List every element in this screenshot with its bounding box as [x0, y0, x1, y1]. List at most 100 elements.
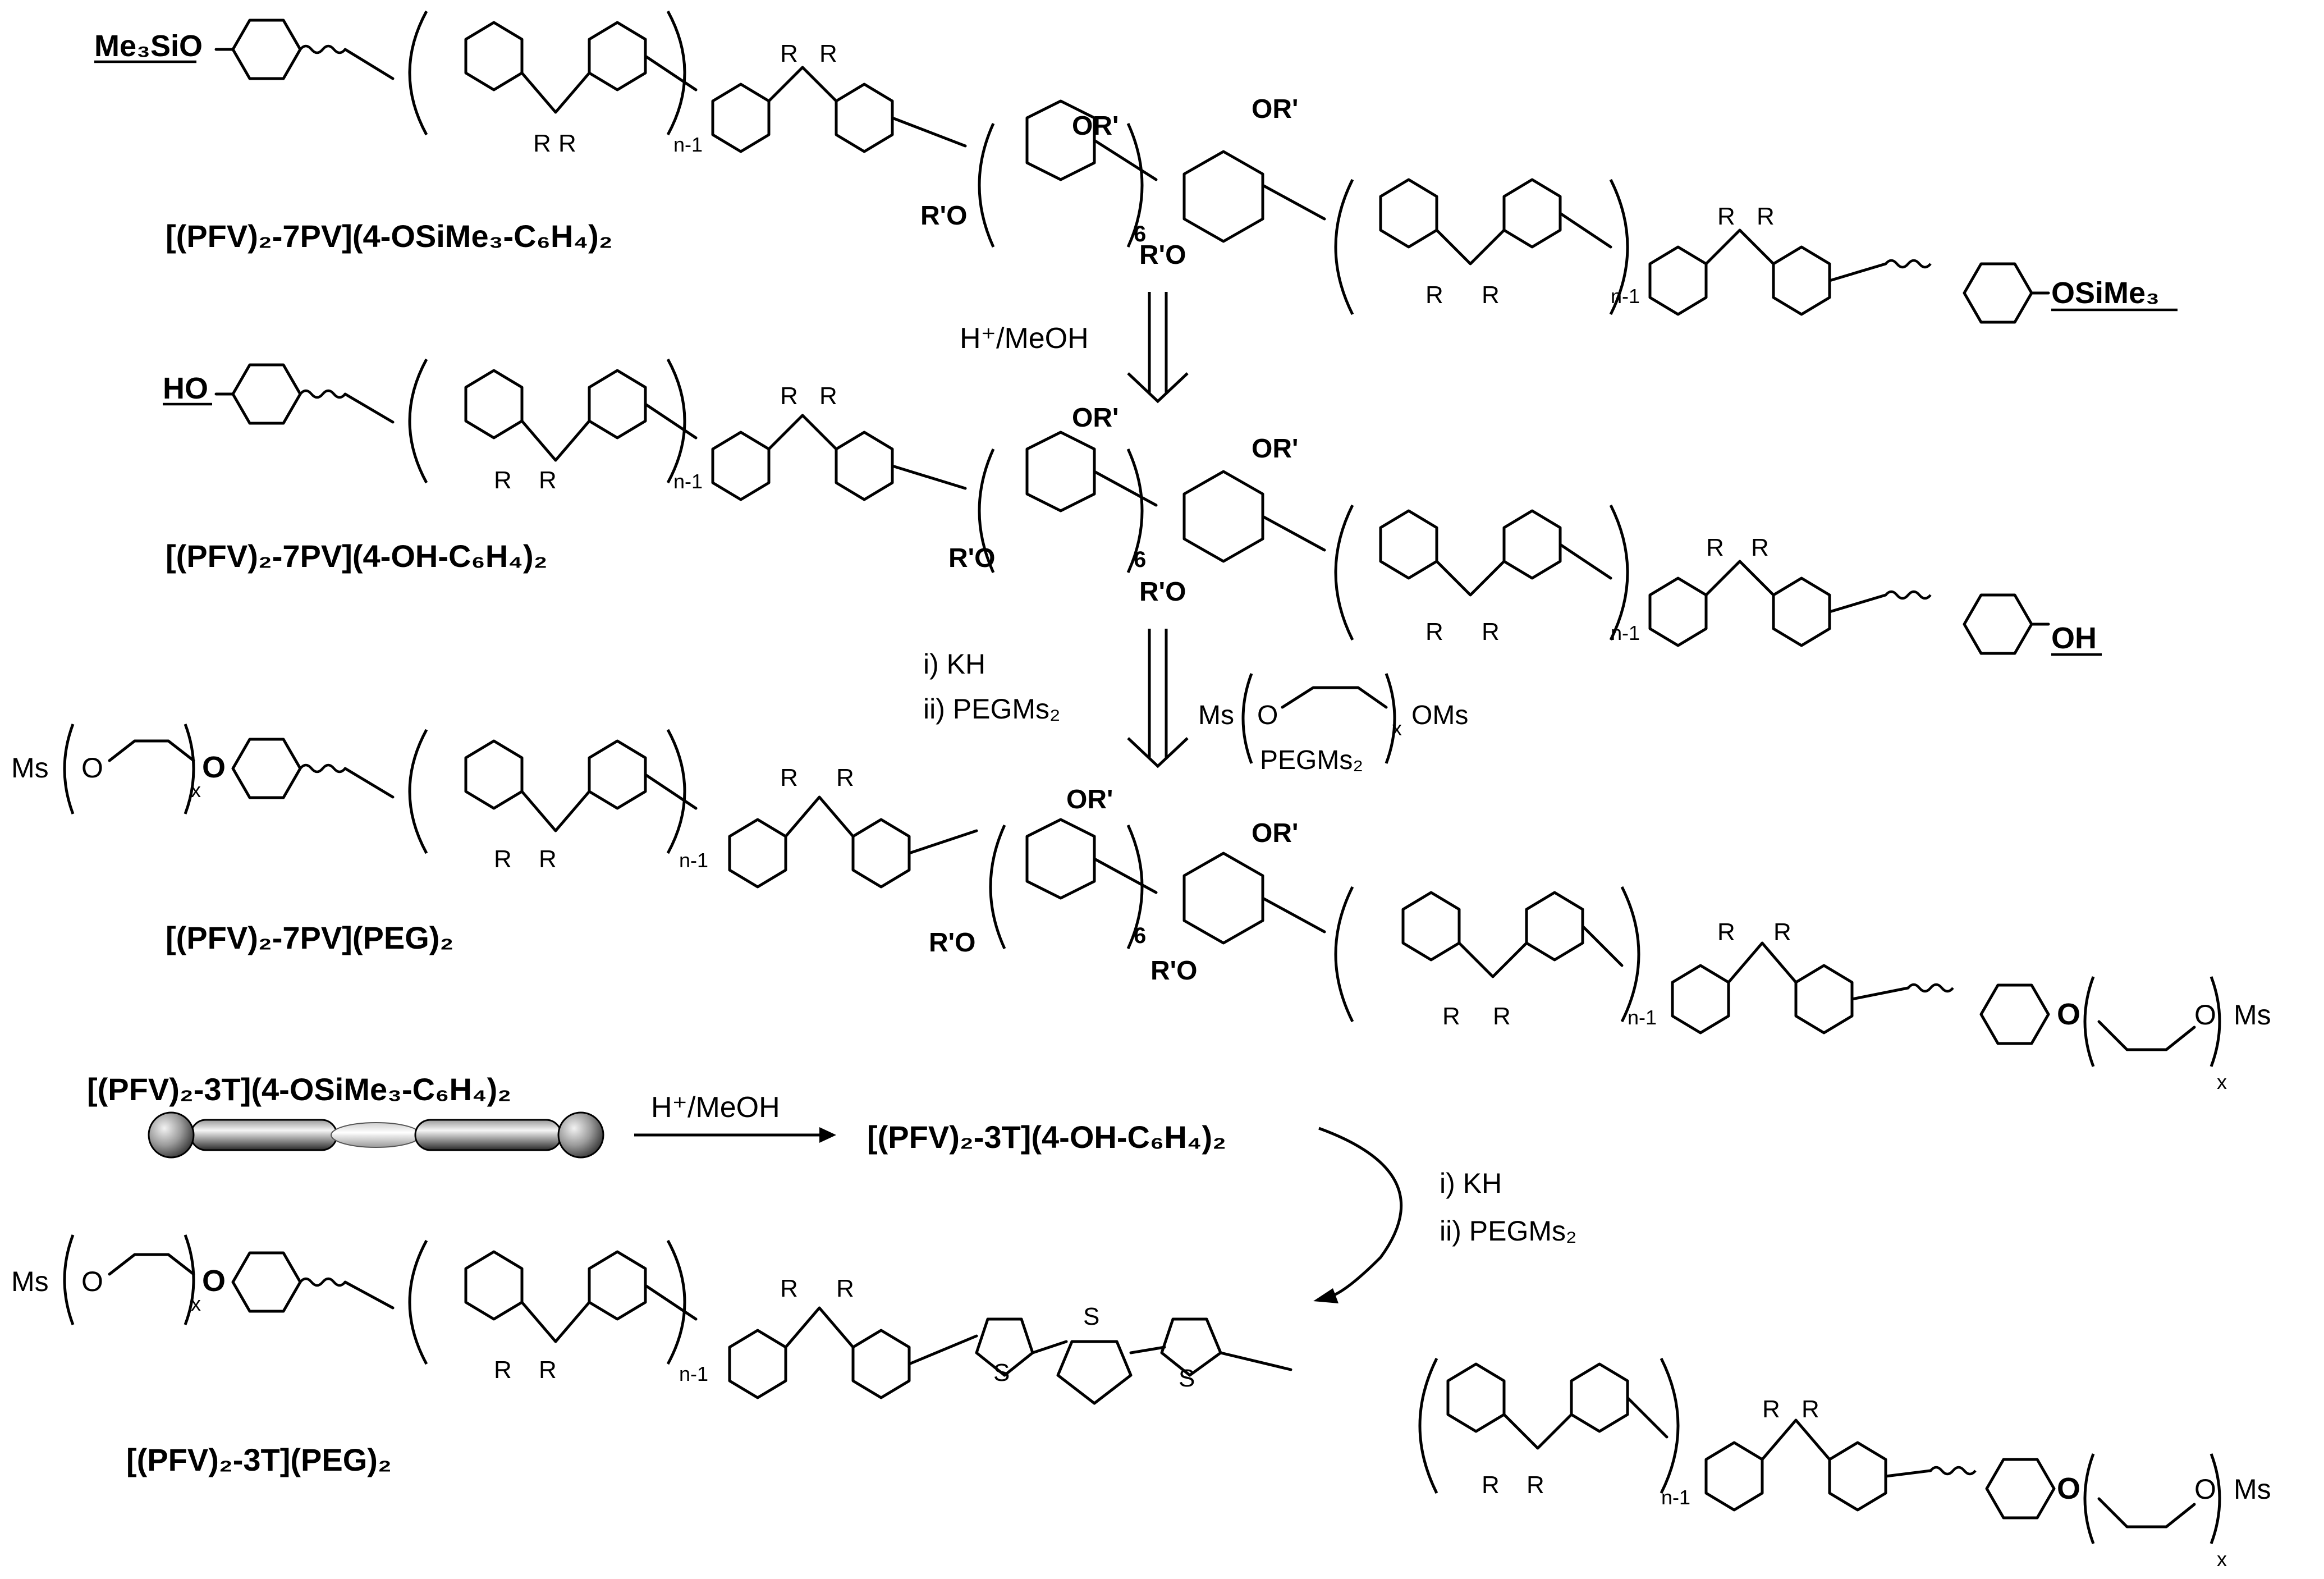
vinylene-bond: [1261, 896, 1326, 933]
compound-5-label: [(PFV)₂-3T](4-OH-C₆H₄)₂: [867, 1119, 1226, 1155]
ethylene-bond: [2097, 1020, 2196, 1051]
peg-paren-right: [184, 724, 195, 814]
repeat-paren-left: [1334, 886, 1354, 1023]
atom-s: S: [993, 1359, 1010, 1386]
compound-6-structure: Ms O x O R R n-1 R R S S S: [11, 1234, 2271, 1571]
dumbbell-icon: [148, 1111, 604, 1159]
formula-x: x: [1392, 717, 1402, 740]
end-sphere: [557, 1111, 604, 1159]
fluorene-ring: [1772, 576, 1831, 647]
vinylene-bond: [1219, 1351, 1292, 1371]
peg-paren-left: [2083, 1453, 2095, 1544]
peg-paren-right: [2210, 976, 2221, 1067]
vinylene-bond: [644, 773, 698, 810]
ethylene-bond: [108, 1253, 195, 1276]
fluorene-bridge: [1502, 1413, 1573, 1450]
repeat-paren-right: [666, 10, 686, 136]
fluorene-ring: [588, 21, 647, 91]
vinylene-bond: [644, 54, 698, 91]
substituent-r-prime-o: R'O: [1139, 240, 1186, 270]
vinylene-bond: [1558, 543, 1612, 580]
fluorene-bridge: [767, 66, 838, 103]
thiophene-ring: [1160, 1317, 1222, 1377]
fluorene-ring: [728, 1329, 787, 1399]
reaction-arrow-3: [634, 1127, 836, 1143]
vinylene-bond: [644, 402, 698, 440]
repeat-paren-right: [1609, 504, 1629, 641]
repeat-n-minus-1: n-1: [673, 470, 703, 493]
repeat-paren-left: [989, 824, 1006, 950]
substituent-r: R: [1773, 918, 1791, 946]
fluorene-ring: [464, 1250, 524, 1321]
fluorene-bridge: [1727, 941, 1798, 984]
repeat-n-minus-1: n-1: [679, 1362, 708, 1385]
fluorene-ring: [835, 431, 894, 501]
compound-3-label: [(PFV)₂-7PV](PEG)₂: [166, 920, 453, 955]
end-group-o: O: [2194, 999, 2216, 1031]
fluorene-ring: [1502, 509, 1562, 580]
atom-s: S: [1179, 1365, 1195, 1392]
fluorene-ring: [1379, 178, 1438, 249]
fluorene-bridge: [1704, 560, 1775, 597]
end-group-osime3: OSiMe₃: [2051, 276, 2160, 310]
vinylene-bond: [1093, 139, 1158, 181]
repeat-six: 6: [1134, 547, 1146, 572]
formula-paren-right: [1385, 673, 1396, 764]
fluorene-ring: [588, 739, 647, 810]
substituent-r: R: [819, 40, 837, 67]
fluorene-bridge: [1435, 560, 1506, 597]
fluorene-bridge: [1704, 228, 1775, 266]
vinylene-bond: [1850, 986, 1910, 1001]
substituent-or-prime: OR': [1072, 111, 1119, 141]
phenyl-ring: [1963, 593, 2033, 655]
repeat-paren-right: [666, 358, 686, 484]
substituent-r: R: [819, 382, 837, 410]
peg-paren-left: [63, 1234, 75, 1325]
fluorene-ring: [1525, 891, 1584, 962]
substituent-or-prime: OR': [1252, 434, 1298, 464]
repeat-paren-right: [666, 729, 686, 854]
repeat-paren-right: [666, 1239, 686, 1365]
peg-paren-right: [2210, 1453, 2221, 1544]
wavy-bond: [1885, 590, 1932, 600]
repeat-paren-left: [1418, 1357, 1438, 1494]
fluorene-ring: [1828, 1441, 1887, 1512]
fluorene-ring: [711, 431, 771, 501]
vinylene-bond: [343, 48, 395, 80]
vinylene-bond: [891, 116, 967, 148]
substituent-r: R: [539, 845, 557, 873]
fluorene-ring: [1648, 245, 1708, 316]
substituent-r: R: [780, 1275, 798, 1302]
substituent-or-prime: OR': [1066, 785, 1113, 814]
repeat-six: 6: [1134, 222, 1146, 246]
substituent-r: R: [1717, 203, 1735, 230]
substituent-r: R: [1717, 918, 1735, 946]
bond: [1129, 1345, 1166, 1354]
fluorene-ring: [851, 818, 911, 889]
fluorene-bridge: [784, 795, 855, 838]
rod-segment: [190, 1119, 338, 1151]
substituent-r: R: [1442, 1003, 1460, 1030]
fluorene-ring: [588, 1250, 647, 1321]
substituent-r: R: [1751, 534, 1769, 561]
compound-3-structure: Ms O x O R R n-1 R R OR' R'O 6 OR' R'O: [11, 724, 2271, 1093]
fluorene-ring: [1671, 964, 1730, 1035]
formula-o: O: [1257, 701, 1278, 730]
substituent-r: R: [539, 1356, 557, 1384]
phenyl-ring: [1979, 983, 2050, 1045]
end-group-ms: Ms: [11, 752, 49, 784]
repeat-paren-left: [978, 448, 995, 574]
repeat-paren-left: [1334, 504, 1354, 641]
substituent-r-prime-o: R'O: [1150, 956, 1197, 986]
wavy-bond: [299, 763, 346, 774]
substituent-r: R: [1482, 1471, 1500, 1499]
vinylene-bond: [644, 1284, 698, 1321]
substituent-r: R: [836, 764, 854, 791]
phenylene-ring: [1182, 470, 1264, 563]
vinylene-bond: [343, 1280, 395, 1310]
fluorene-ring: [1570, 1362, 1629, 1433]
fluorene-bridge: [1761, 1418, 1831, 1461]
ethylene-bond: [2097, 1497, 2196, 1528]
reaction-arrow-2: [1127, 629, 1189, 768]
substituent-r: R: [780, 382, 798, 410]
